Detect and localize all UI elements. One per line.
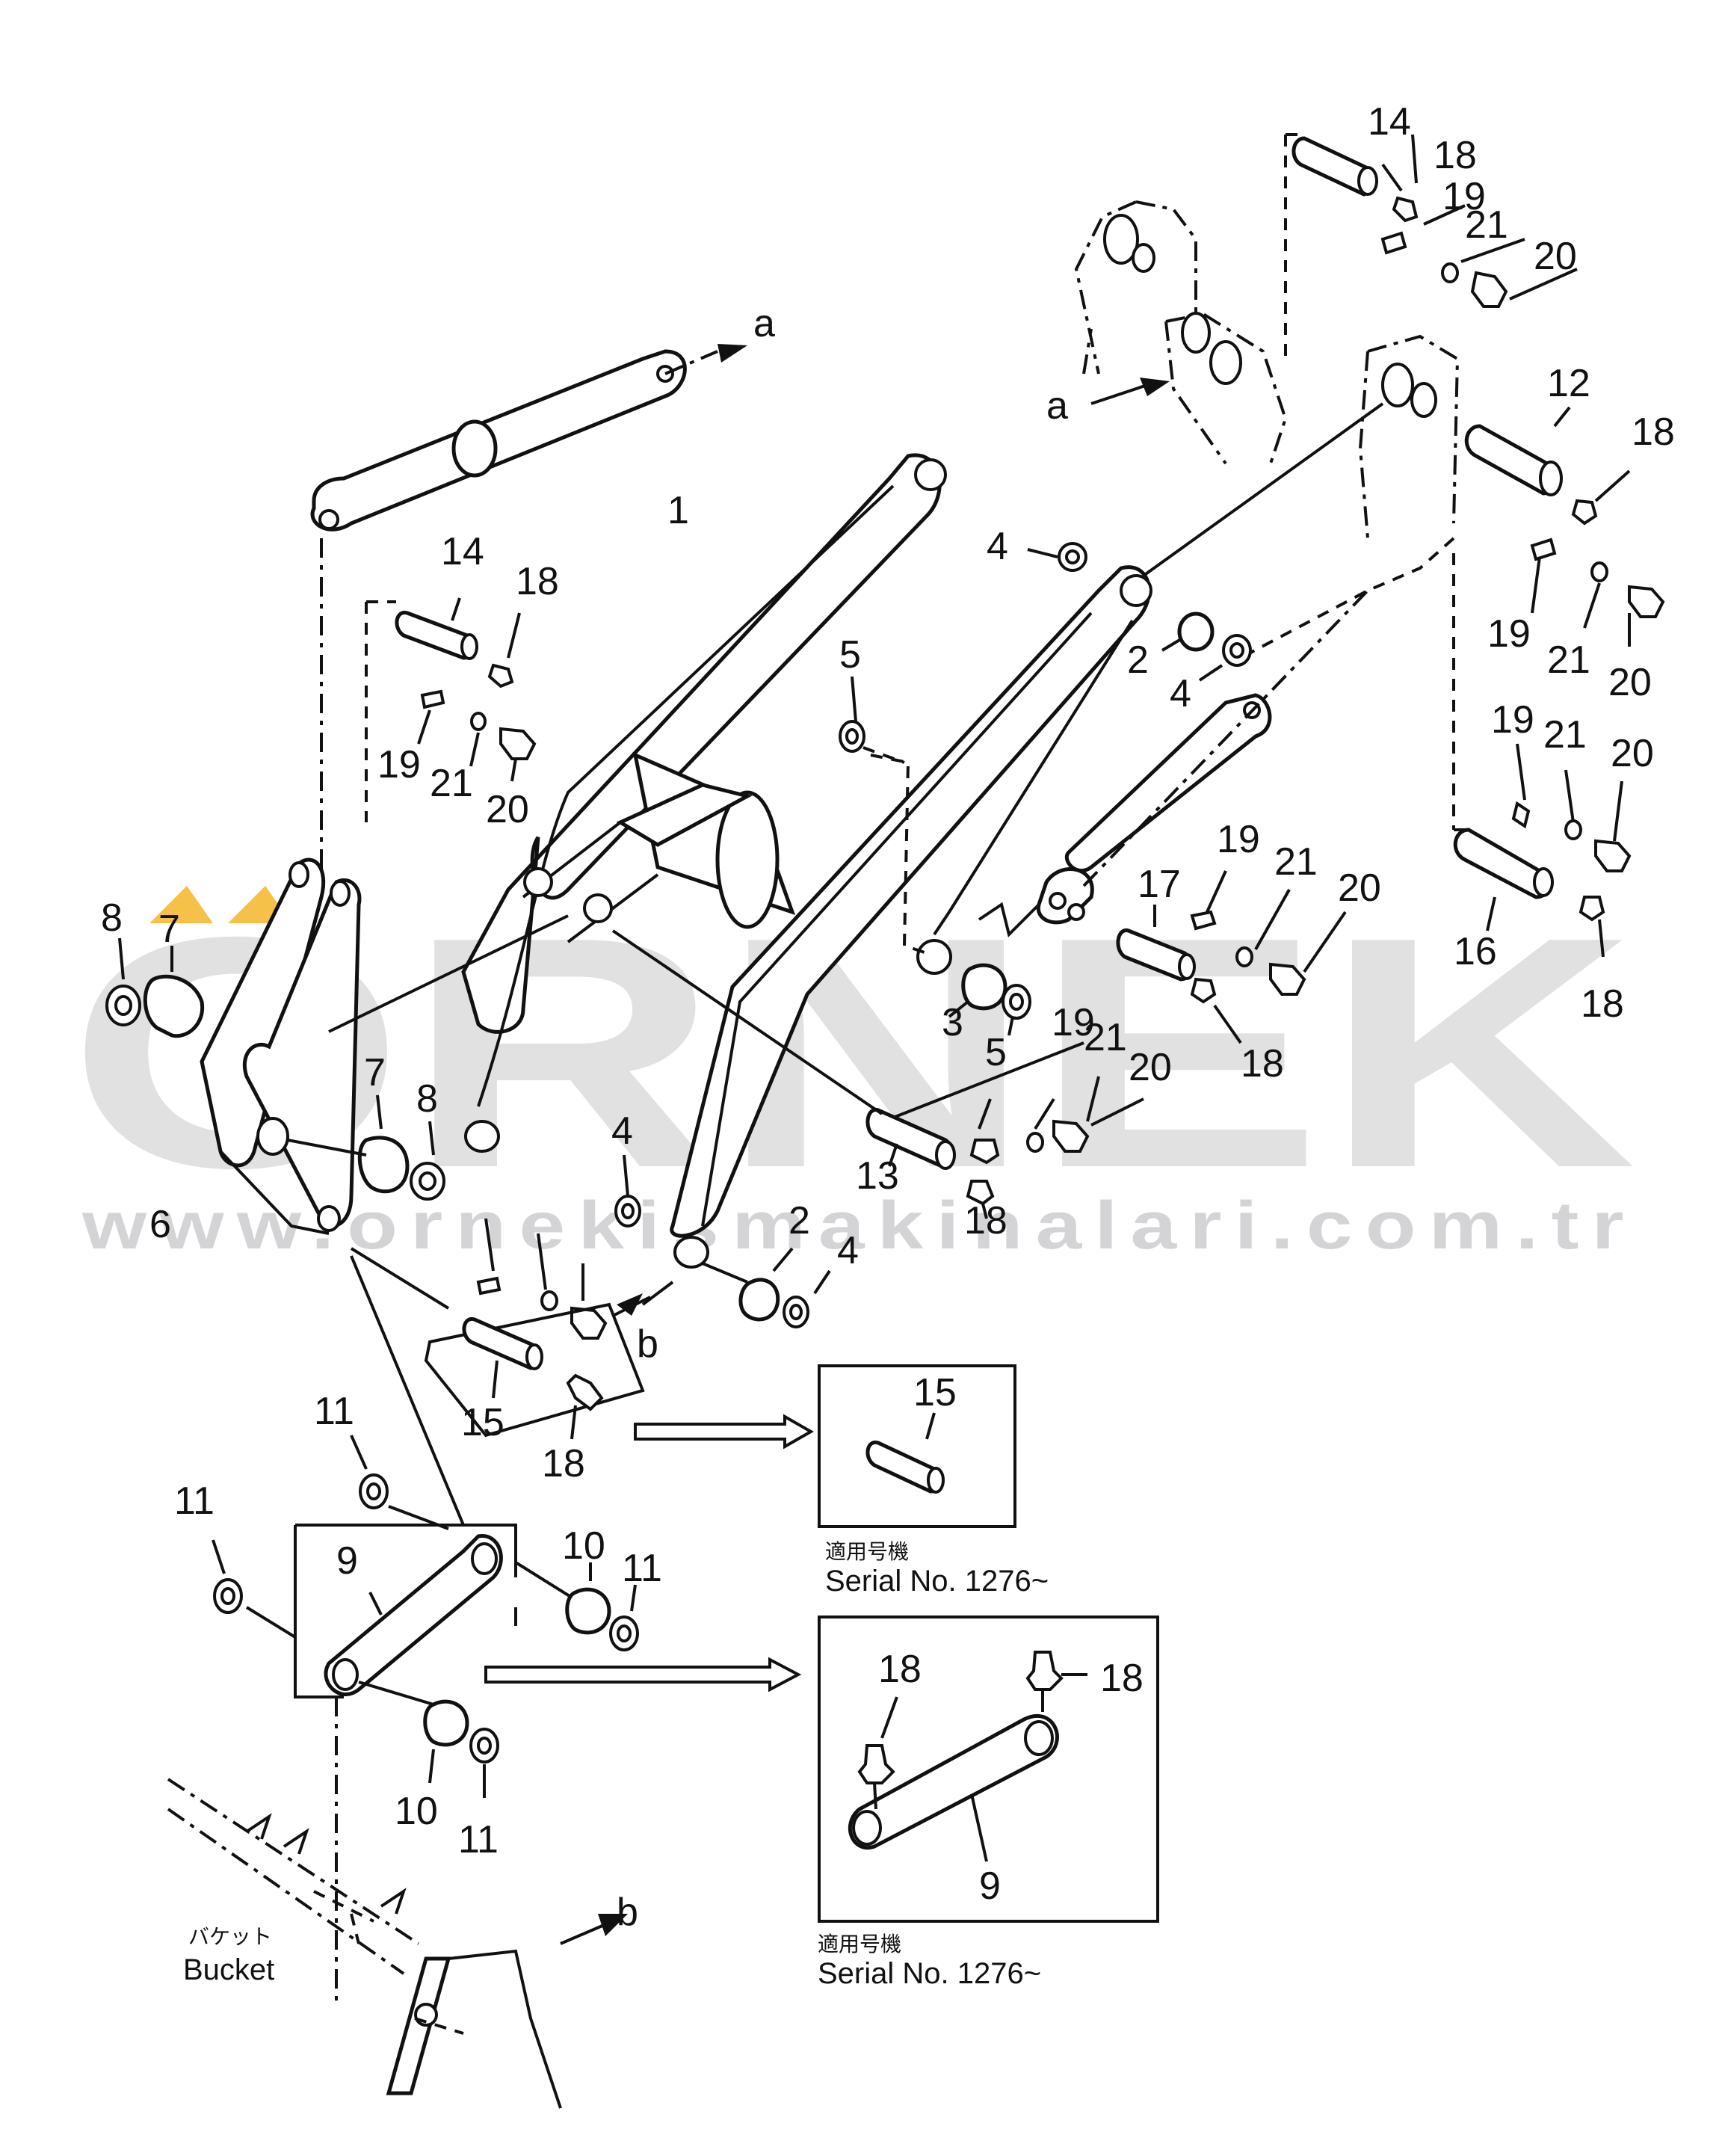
- ref-b-bottom: b: [617, 1891, 638, 1934]
- part-label: 18: [542, 1442, 585, 1485]
- inset-1-part-label: 15: [913, 1371, 957, 1414]
- ref-b-mid: b: [637, 1322, 658, 1366]
- part-label: 11: [314, 1390, 354, 1433]
- part-label: 20: [1608, 661, 1652, 704]
- part-label: 19: [1217, 818, 1260, 861]
- inset-2-frame: [818, 1616, 1159, 1923]
- part-label: 20: [1129, 1046, 1172, 1089]
- lift-cylinder-left: [310, 344, 747, 532]
- part-label: 18: [516, 560, 559, 603]
- part-label: 8: [416, 1077, 438, 1121]
- part-label: 2: [1127, 638, 1149, 682]
- part-label: 1: [667, 489, 689, 532]
- inset-2-caption-en: Serial No. 1276~: [818, 1957, 1041, 1990]
- inset-1-caption-en: Serial No. 1276~: [825, 1565, 1049, 1598]
- boom-assembly: [461, 402, 1384, 1269]
- part-label: 8: [101, 896, 123, 940]
- inset-2-grease-nipple: [1025, 1651, 1064, 1691]
- loader-frame: [1074, 133, 1465, 831]
- inset-2: 18 18 9 適用号機 Serial No. 1276~: [818, 1616, 1159, 1990]
- part-label: 5: [985, 1031, 1007, 1074]
- part-label: 18: [964, 1199, 1007, 1242]
- ref-a-right: a: [1046, 384, 1068, 428]
- part-label: 3: [942, 1001, 963, 1044]
- part-label: 12: [1547, 362, 1590, 405]
- bucket-label-jp: バケット: [188, 1924, 272, 1949]
- part-label: 19: [1442, 175, 1486, 218]
- part-label: 20: [486, 788, 529, 831]
- watermark-accent-icon: [149, 886, 213, 923]
- part-label: 9: [336, 1539, 358, 1583]
- part-label: 7: [158, 908, 180, 951]
- part-label: 17: [1138, 863, 1181, 906]
- hardware: [105, 134, 1665, 1798]
- part-label: 2: [789, 1199, 810, 1242]
- inset-2-part-label: 9: [979, 1864, 1001, 1908]
- part-label: 21: [430, 762, 473, 805]
- bucket-label-en: Bucket: [183, 1953, 274, 1986]
- part-label: 18: [1241, 1042, 1284, 1085]
- part-label: 19: [377, 743, 421, 786]
- part-label: 4: [611, 1109, 633, 1153]
- part-label: 20: [1611, 732, 1654, 775]
- part-label: 21: [1547, 638, 1590, 682]
- part-label: 11: [622, 1547, 662, 1590]
- part-label: 21: [1543, 713, 1587, 757]
- part-label: 7: [364, 1051, 386, 1094]
- inset-2-caption-jp: 適用号機: [818, 1932, 901, 1956]
- part-label: 19: [1487, 612, 1531, 656]
- part-label: 10: [562, 1524, 605, 1568]
- part-label: 14: [1368, 100, 1411, 144]
- part-label: 21: [1465, 203, 1508, 247]
- part-label: 4: [987, 525, 1008, 568]
- ref-a-top: a: [753, 302, 775, 345]
- inset-2-link: [848, 1713, 1059, 1850]
- part-number-labels: 1 2 2 3 4 4 4 4 5 5 6 7 7 8 8 9 9 10 10 …: [101, 100, 1675, 1861]
- part-label: 18: [1434, 134, 1477, 177]
- part-label: 20: [1338, 866, 1381, 910]
- part-label: 16: [1454, 930, 1497, 973]
- part-label: 11: [458, 1818, 499, 1861]
- part-label: 21: [1084, 1016, 1127, 1059]
- inset-1-caption-jp: 適用号機: [825, 1539, 909, 1564]
- part-label: 15: [461, 1401, 504, 1444]
- part-label: 5: [839, 633, 861, 677]
- part-label: 19: [1052, 1001, 1095, 1044]
- part-label: 18: [1632, 410, 1675, 454]
- inset-2-part-label: 18: [878, 1648, 922, 1691]
- part-label: 10: [395, 1790, 438, 1833]
- part-label: 19: [1491, 698, 1534, 742]
- part-label: 13: [856, 1154, 899, 1198]
- inset-2-grease-nipple: [857, 1744, 895, 1784]
- inset-2-part-label: 18: [1100, 1657, 1144, 1700]
- part-label: 4: [1170, 672, 1191, 715]
- part-label: 21: [1274, 840, 1318, 884]
- part-label: 6: [149, 1203, 171, 1246]
- bellcrank-link: [200, 538, 569, 1526]
- part-label: 14: [441, 530, 484, 573]
- link-9-assembly: [167, 1524, 628, 2109]
- part-label: 18: [1581, 982, 1624, 1026]
- bucket-cylinder-right: [1036, 589, 1369, 925]
- part-label: 11: [174, 1479, 215, 1523]
- inset-1-frame: [818, 1364, 1016, 1528]
- inset-1: 15 適用号機 Serial No. 1276~: [818, 1364, 1049, 1598]
- part-label: 20: [1534, 235, 1577, 278]
- part-label: 4: [837, 1229, 859, 1272]
